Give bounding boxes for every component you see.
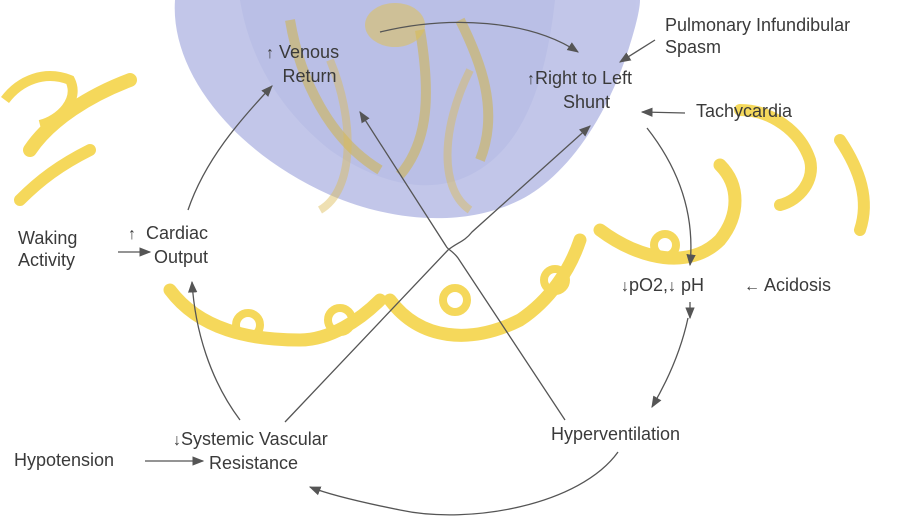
arrow-ph-to-hyperventilation <box>652 318 688 407</box>
node-label: Output <box>128 246 208 268</box>
increase-arrow-icon: ↑ <box>128 226 136 243</box>
node-hypotension: Hypotension <box>14 449 114 471</box>
node-pulmonary-infundibular-spasm: Pulmonary Infundibular Spasm <box>665 14 850 58</box>
node-label: Cardiac <box>146 223 208 243</box>
arrow-tachycardia-to-shunt <box>642 112 685 113</box>
decrease-arrow-icon: ↓ <box>173 432 181 449</box>
node-cardiac-output: ↑ Cardiac Output <box>128 222 208 268</box>
node-acidosis: ← Acidosis <box>744 274 831 298</box>
node-label: Shunt <box>527 91 632 113</box>
node-tachycardia: Tachycardia <box>696 100 792 122</box>
increase-arrow-icon: ↑ <box>266 45 274 62</box>
increase-arrow-icon: ↑ <box>527 71 535 88</box>
arrow-hyperventilation-to-svr <box>310 452 618 515</box>
node-waking-activity: Waking Activity <box>18 227 77 271</box>
node-label: Venous <box>279 42 339 62</box>
node-label: Pulmonary Infundibular <box>665 14 850 36</box>
node-right-to-left-shunt: ↑Right to Left Shunt <box>527 67 632 113</box>
decrease-arrow-icon: ↓ <box>621 278 629 295</box>
node-label: Acidosis <box>764 275 831 295</box>
node-label: Return <box>266 65 339 87</box>
node-label: Resistance <box>173 452 328 474</box>
node-label: Activity <box>18 249 77 271</box>
node-label: Spasm <box>665 36 850 58</box>
decrease-arrow-icon: ↓ <box>668 278 676 295</box>
node-label: Waking <box>18 227 77 249</box>
arrow-svr-to-cardiac <box>192 282 240 420</box>
node-label: pH <box>681 275 704 295</box>
left-arrow-icon: ← <box>744 278 760 295</box>
node-systemic-vascular-resistance: ↓Systemic Vascular Resistance <box>173 428 328 474</box>
node-label: Systemic Vascular <box>181 429 328 449</box>
node-hyperventilation: Hyperventilation <box>551 423 680 445</box>
node-po2-ph: ↓pO2,↓ pH <box>621 274 704 298</box>
node-label: pO2, <box>629 275 668 295</box>
node-venous-return: ↑ Venous Return <box>266 41 339 87</box>
node-label: Right to Left <box>535 68 632 88</box>
